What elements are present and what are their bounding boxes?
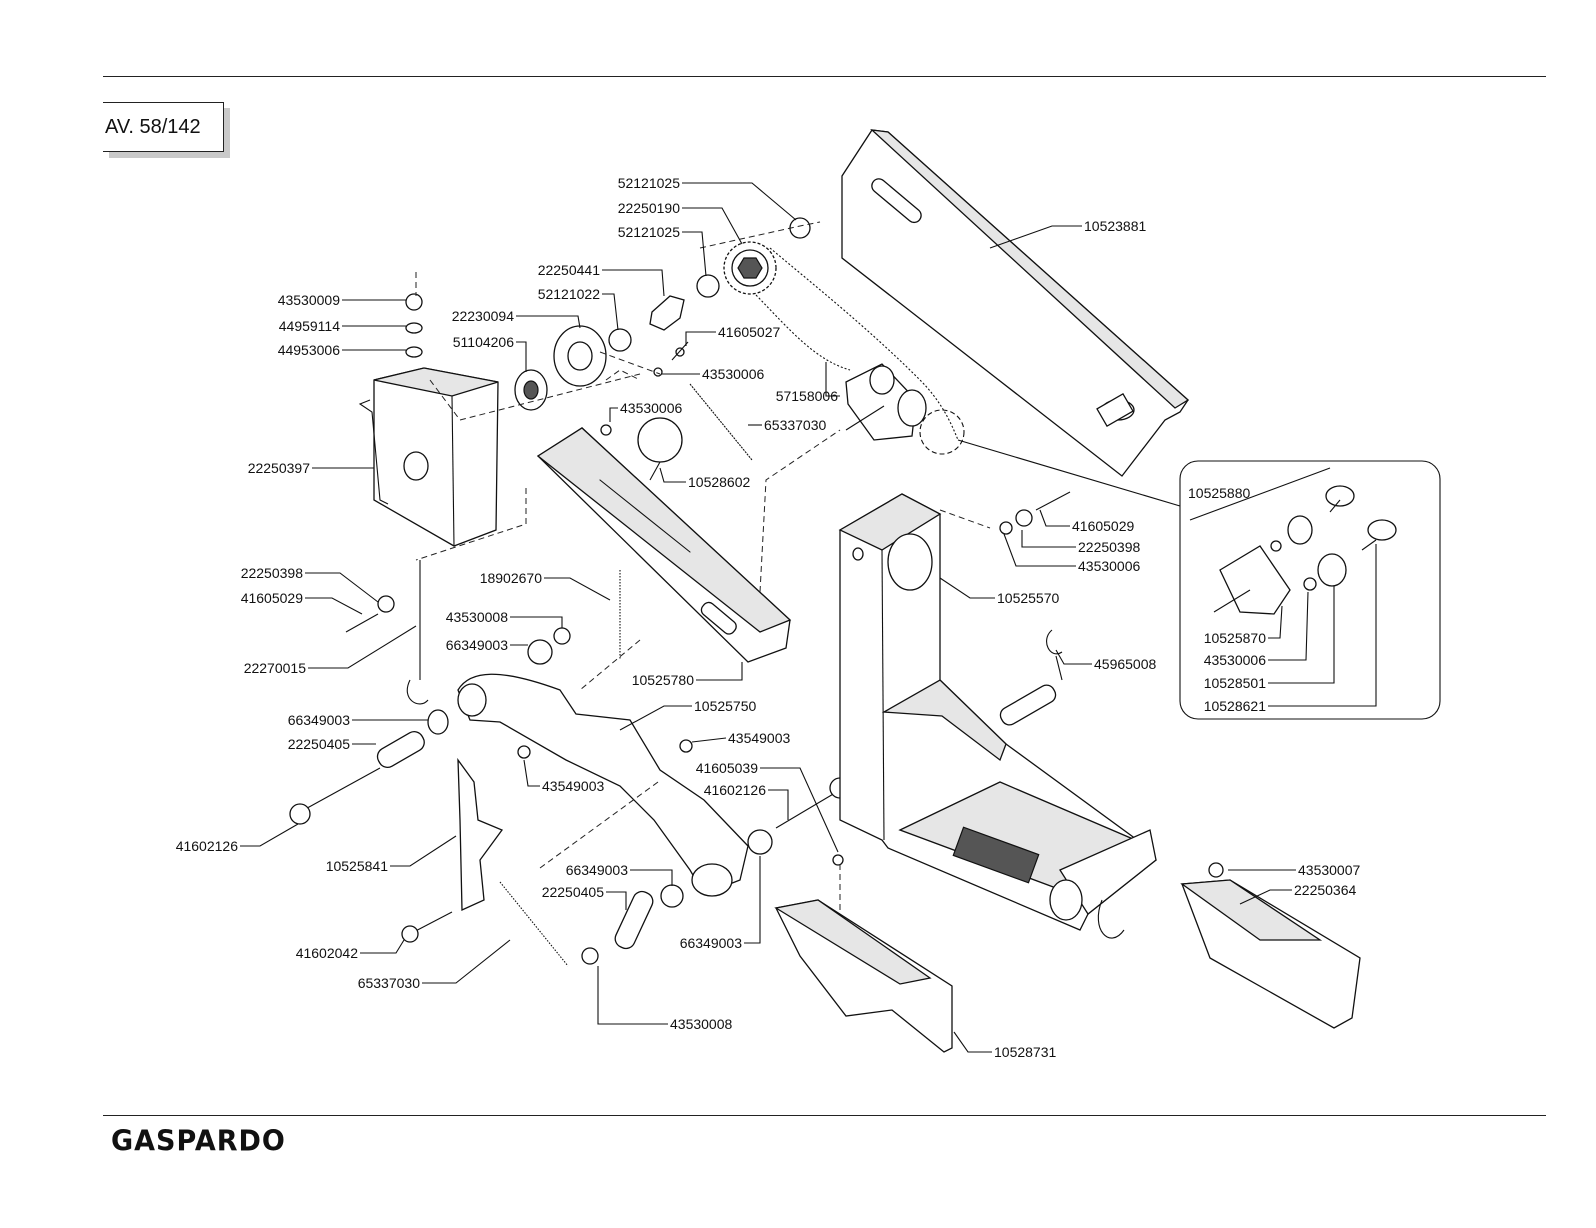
part-label: 22250405 xyxy=(542,884,605,900)
part-label: 52121022 xyxy=(538,286,601,302)
part-label: 43549003 xyxy=(728,730,791,746)
upper-arm xyxy=(536,427,792,663)
main-frame xyxy=(838,491,1157,939)
part-label: 44959114 xyxy=(279,318,340,334)
part-label: 22250398 xyxy=(1078,539,1141,555)
part-label: 43530008 xyxy=(670,1016,733,1032)
part-label: 18902670 xyxy=(480,570,543,586)
part-label: 52121025 xyxy=(618,175,681,191)
part-label: 44953006 xyxy=(278,342,341,358)
part-label: 10525570 xyxy=(997,590,1060,606)
part-label: 10523881 xyxy=(1084,218,1147,234)
part-label: 22250364 xyxy=(1294,882,1357,898)
part-label: 51104206 xyxy=(453,334,514,350)
part-labels: 52121025 22250190 52121025 10523881 2225… xyxy=(176,175,1361,1060)
part-label: 10525750 xyxy=(694,698,757,714)
part-label: 41605039 xyxy=(696,760,759,776)
small-plate xyxy=(401,757,504,943)
part-label: 41602042 xyxy=(296,945,359,961)
part-label: 65337030 xyxy=(358,975,421,991)
part-label: 52121025 xyxy=(618,224,681,240)
part-label: 10528602 xyxy=(688,474,751,490)
lower-covers xyxy=(774,862,1361,1053)
part-label: 41602126 xyxy=(176,838,239,854)
part-label: 22250405 xyxy=(288,736,351,752)
part-label: 45965008 xyxy=(1094,656,1157,672)
part-label: 66349003 xyxy=(680,935,743,951)
detail-bubble xyxy=(957,439,1441,720)
part-label: 66349003 xyxy=(288,712,351,728)
table-reference-box: AV. 58/142 xyxy=(103,102,224,152)
upper-small-parts xyxy=(405,217,811,481)
table-reference: AV. 58/142 xyxy=(105,116,201,138)
part-label: 10525870 xyxy=(1204,630,1267,646)
top-rule xyxy=(103,76,1546,77)
leader-lines xyxy=(240,182,1377,1053)
part-label: 43530006 xyxy=(620,400,683,416)
part-label: 66349003 xyxy=(446,637,509,653)
bottom-rule xyxy=(103,1115,1546,1116)
part-label: 10528501 xyxy=(1204,675,1267,691)
part-label: 43549003 xyxy=(542,778,605,794)
part-label: 22250441 xyxy=(538,262,601,278)
part-label: 43530006 xyxy=(702,366,765,382)
parts-drawing xyxy=(289,129,1441,1053)
part-label: 22250397 xyxy=(248,460,311,476)
part-label: 10528731 xyxy=(994,1044,1057,1060)
part-label: 43530006 xyxy=(1204,652,1267,668)
part-label: 65337030 xyxy=(764,417,827,433)
part-label: 43530008 xyxy=(446,609,509,625)
part-label: 22270015 xyxy=(244,660,307,676)
part-label: 10525841 xyxy=(326,858,389,874)
part-label: 22250398 xyxy=(241,565,304,581)
springs-and-hook xyxy=(345,560,621,967)
part-label: 41605029 xyxy=(1072,518,1135,534)
chain-cover xyxy=(841,129,1190,477)
mounting-bracket xyxy=(358,367,499,547)
assembly-lines xyxy=(415,221,991,910)
brand-logo: GASPARDO xyxy=(111,1125,286,1158)
sprocket-chain xyxy=(723,241,965,455)
part-label: 43530006 xyxy=(1078,558,1141,574)
part-label: 43530009 xyxy=(278,292,341,308)
part-label: 57158006 xyxy=(776,388,839,404)
part-label: 10528621 xyxy=(1204,698,1267,714)
tensioner-assembly xyxy=(845,363,927,441)
part-label: 10525780 xyxy=(632,672,695,688)
part-label: 66349003 xyxy=(566,862,629,878)
lower-arm xyxy=(289,673,851,965)
part-label: 22230094 xyxy=(452,308,515,324)
part-label: 43530007 xyxy=(1298,862,1361,878)
part-label: 41602126 xyxy=(704,782,767,798)
part-label: 41605027 xyxy=(718,324,781,340)
part-label: 22250190 xyxy=(618,200,681,216)
part-label: 41605029 xyxy=(241,590,304,606)
part-label: 10525880 xyxy=(1188,485,1251,501)
